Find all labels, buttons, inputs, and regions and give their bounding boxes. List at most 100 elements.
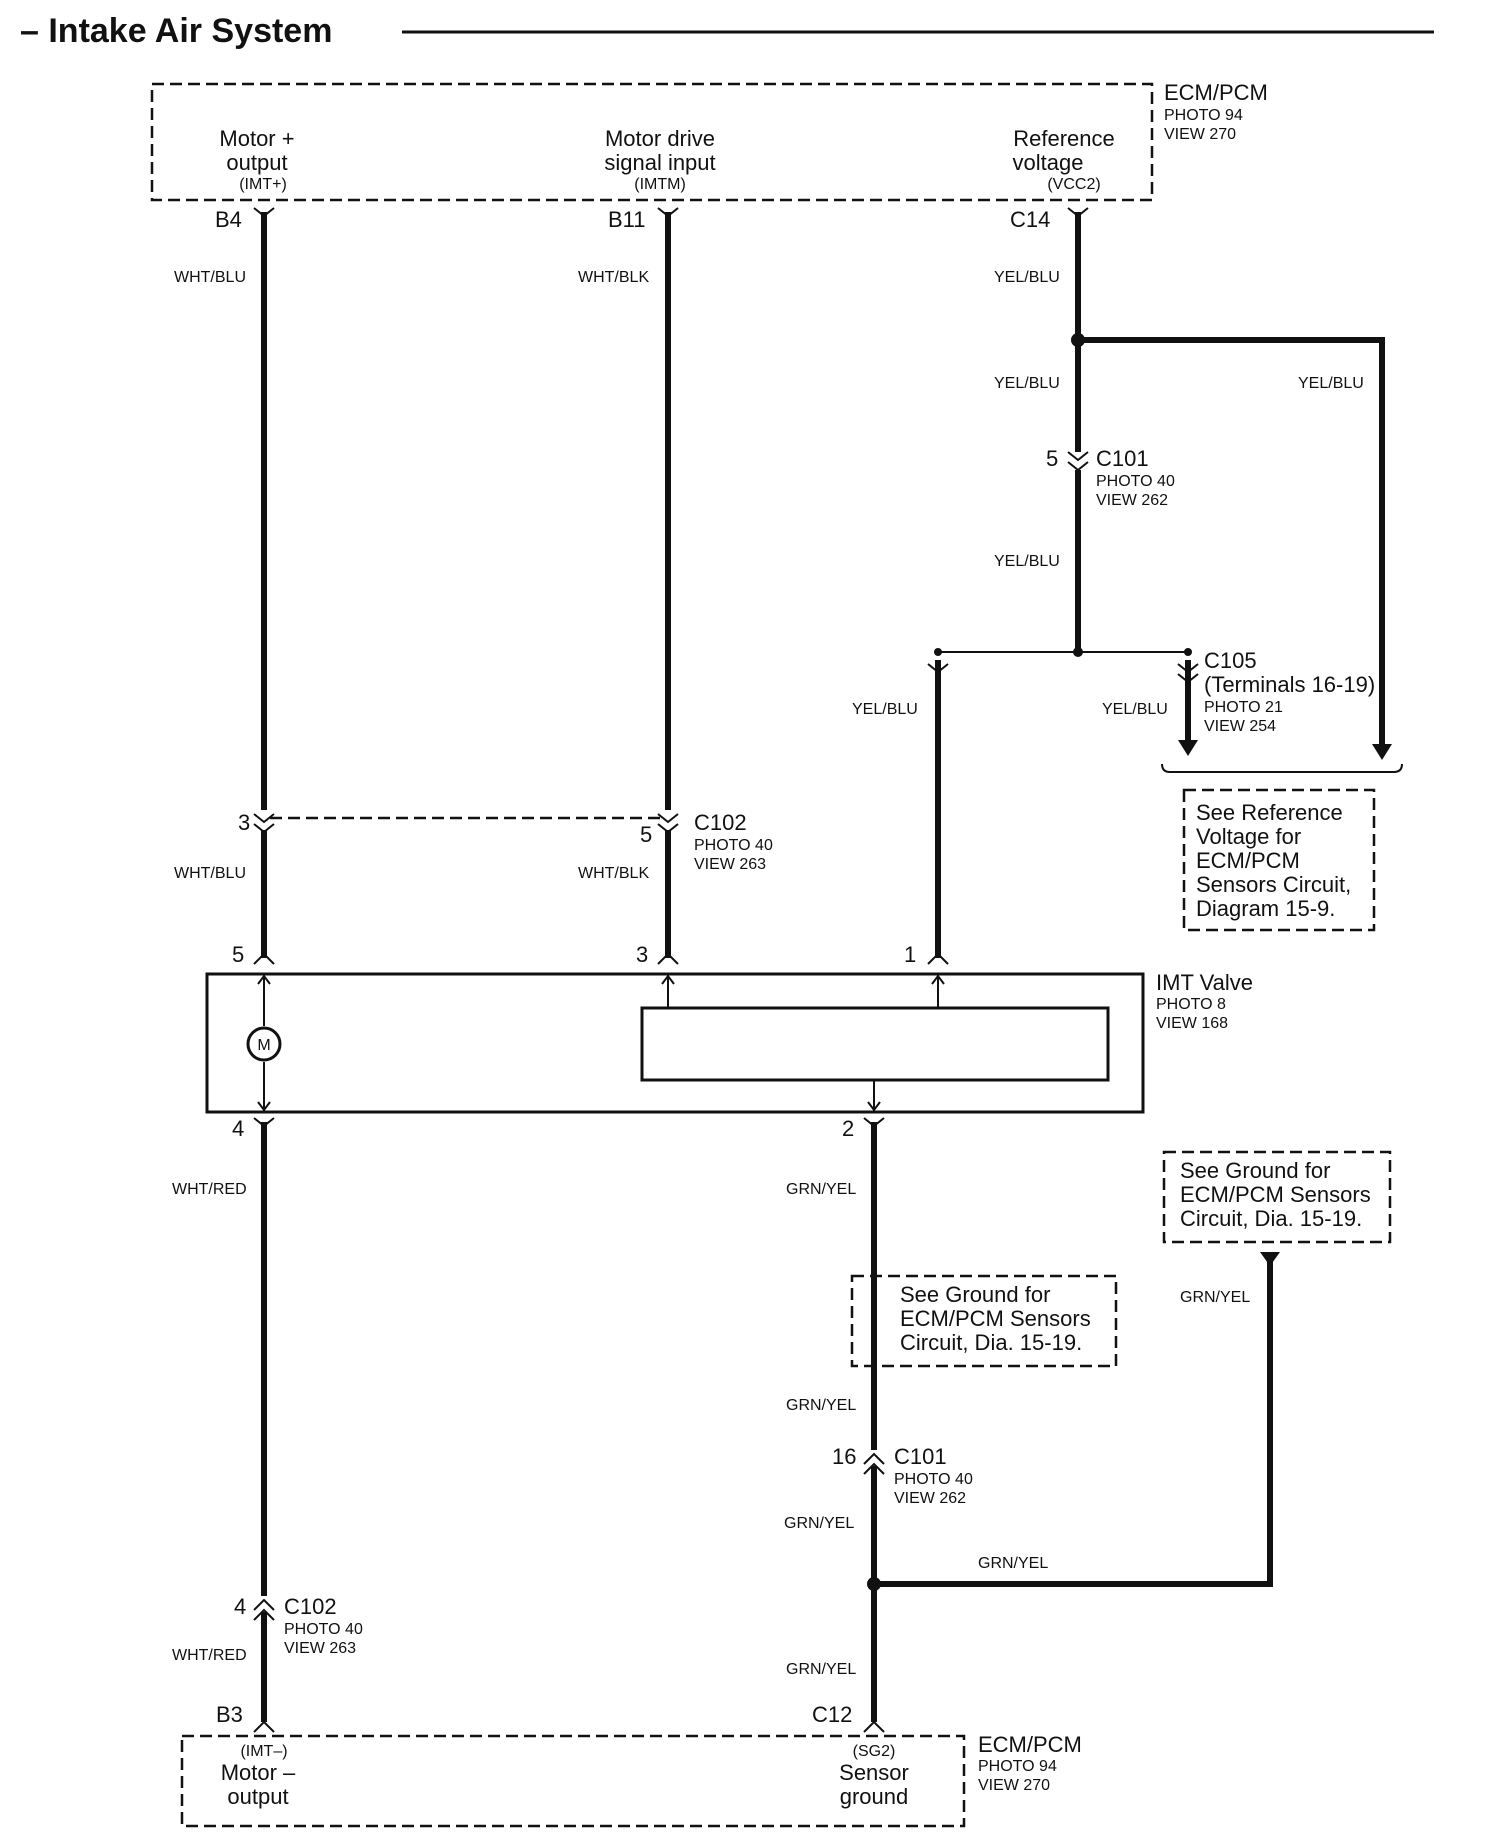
- ground-note-mid-3: Circuit, Dia. 15-19.: [900, 1330, 1082, 1355]
- c101-bottom-view: VIEW 262: [894, 1490, 966, 1507]
- ground-note-right-box: [1162, 1150, 1392, 1244]
- wire-label-wht-red-2: WHT/RED: [172, 1647, 247, 1664]
- ecm-bottom-term-1-pin: B3: [216, 1702, 243, 1727]
- ecm-bottom-term-2-line1: Sensor: [839, 1760, 909, 1785]
- imt-valve-name: IMT Valve: [1156, 970, 1253, 995]
- ecm-top-term-2-line1: Motor drive: [605, 126, 715, 151]
- ecm-top-term-3-line1: Reference: [1013, 126, 1115, 151]
- wire-reference-voltage: [927, 207, 1392, 965]
- ecm-top-name: ECM/PCM: [1164, 80, 1268, 105]
- ref-voltage-note-2: Voltage for: [1196, 824, 1301, 849]
- c102-pin-right: 5: [640, 822, 652, 847]
- ref-voltage-note-4: Sensors Circuit,: [1196, 872, 1351, 897]
- ecm-bottom-name: ECM/PCM: [978, 1732, 1082, 1757]
- c102-pin-left: 3: [238, 810, 250, 835]
- motor-symbol-label: M: [257, 1037, 270, 1054]
- c101-bottom-photo: PHOTO 40: [894, 1471, 973, 1488]
- c101-top-pin: 5: [1046, 446, 1058, 471]
- wire-label-grn-yel-6: GRN/YEL: [1180, 1289, 1250, 1306]
- wire-motor-drive: [657, 207, 679, 965]
- c105-detail: (Terminals 16-19): [1204, 672, 1375, 697]
- ecm-top-term-1-pin: B4: [215, 207, 242, 232]
- c102-bottom-photo: PHOTO 40: [284, 1621, 363, 1638]
- wire-label-yel-blu-5: YEL/BLU: [852, 701, 918, 718]
- wire-label-yel-blu-4: YEL/BLU: [994, 553, 1060, 570]
- c105-photo: PHOTO 21: [1204, 699, 1283, 716]
- c102-bottom-name: C102: [284, 1594, 337, 1619]
- ref-voltage-note-3: ECM/PCM: [1196, 848, 1300, 873]
- valve-pin-bottom-right: 2: [842, 1116, 854, 1141]
- ecm-bottom-term-2-pin: C12: [812, 1702, 852, 1727]
- wire-label-grn-yel-1: GRN/YEL: [786, 1181, 856, 1198]
- ecm-top-term-2-pin: B11: [608, 207, 646, 232]
- diagram-title: – Intake Air System: [20, 12, 332, 50]
- ecm-bottom: B3 (IMT–) Motor – output C12 (SG2) Senso…: [180, 1702, 1082, 1828]
- ecm-top: ECM/PCM PHOTO 94 VIEW 270 Motor + output…: [150, 80, 1268, 232]
- wire-label-wht-blu-1: WHT/BLU: [174, 269, 246, 286]
- ecm-bottom-term-1-line2: output: [227, 1784, 288, 1809]
- ecm-bottom-term-2-line2: ground: [840, 1784, 909, 1809]
- imt-valve: M: [205, 972, 1145, 1114]
- motor-symbol: [246, 1026, 282, 1062]
- wire-label-grn-yel-2: GRN/YEL: [786, 1397, 856, 1414]
- c102-top-view: VIEW 263: [694, 856, 766, 873]
- c105-name: C105: [1204, 648, 1257, 673]
- ecm-top-term-3-pin: C14: [1010, 207, 1050, 232]
- wire-label-wht-blk-1: WHT/BLK: [578, 269, 649, 286]
- ecm-top-term-3-line2: voltage: [1013, 150, 1084, 175]
- c101-bottom-pin: 16: [832, 1444, 856, 1469]
- ref-voltage-note-box: [1182, 788, 1376, 932]
- ref-voltage-note-1: See Reference: [1196, 800, 1343, 825]
- c102-top-name: C102: [694, 810, 747, 835]
- ground-note-right-2: ECM/PCM Sensors: [1180, 1182, 1371, 1207]
- ground-note-right-3: Circuit, Dia. 15-19.: [1180, 1206, 1362, 1231]
- ecm-top-term-1-line1: Motor +: [219, 126, 294, 151]
- c102-bottom-pin: 4: [234, 1594, 246, 1619]
- c101-bottom-name: C101: [894, 1444, 947, 1469]
- wire-motor-minus: [253, 1117, 275, 1733]
- c101-top-view: VIEW 262: [1096, 492, 1168, 509]
- wire-label-grn-yel-5: GRN/YEL: [978, 1555, 1048, 1572]
- valve-pin-bottom-left: 4: [232, 1116, 244, 1141]
- wire-label-wht-blu-2: WHT/BLU: [174, 865, 246, 882]
- valve-pin-top-right: 1: [904, 942, 916, 967]
- imt-valve-view: VIEW 168: [1156, 1015, 1228, 1032]
- ground-note-right-1: See Ground for: [1180, 1158, 1330, 1183]
- wire-label-yel-blu-3: YEL/BLU: [1298, 375, 1364, 392]
- ecm-top-term-2-signal: (IMTM): [634, 176, 686, 193]
- ecm-bottom-photo: PHOTO 94: [978, 1758, 1057, 1775]
- ecm-bottom-term-1-line1: Motor –: [221, 1760, 296, 1785]
- ecm-bottom-term-2-signal: (SG2): [853, 1743, 896, 1760]
- ref-voltage-note-5: Diagram 15-9.: [1196, 896, 1335, 921]
- c101-top-photo: PHOTO 40: [1096, 473, 1175, 490]
- ecm-top-term-2-line2: signal input: [604, 150, 715, 175]
- ecm-top-term-3-signal: (VCC2): [1047, 176, 1100, 193]
- wire-label-yel-blu-6: YEL/BLU: [1102, 701, 1168, 718]
- wire-label-wht-blk-2: WHT/BLK: [578, 865, 649, 882]
- valve-pin-top-mid: 3: [636, 942, 648, 967]
- ground-note-mid-box: [850, 1274, 1118, 1368]
- ecm-bottom-view: VIEW 270: [978, 1777, 1050, 1794]
- ref-voltage-bracket: [1161, 763, 1403, 773]
- ground-note-mid-1: See Ground for: [900, 1282, 1050, 1307]
- c102-bottom-view: VIEW 263: [284, 1640, 356, 1657]
- ecm-top-term-1-signal: (IMT+): [239, 176, 287, 193]
- c102-top-photo: PHOTO 40: [694, 837, 773, 854]
- wire-sensor-ground: [863, 1117, 1280, 1733]
- wire-label-wht-red-1: WHT/RED: [172, 1181, 247, 1198]
- ecm-top-term-1-line2: output: [226, 150, 287, 175]
- ecm-bottom-term-1-signal: (IMT–): [240, 1743, 287, 1760]
- c101-top-name: C101: [1096, 446, 1149, 471]
- ground-note-mid-2: ECM/PCM Sensors: [900, 1306, 1091, 1331]
- wire-motor-plus: [253, 207, 275, 965]
- c105-view: VIEW 254: [1204, 718, 1276, 735]
- ecm-top-view: VIEW 270: [1164, 126, 1236, 143]
- wire-label-yel-blu-1: YEL/BLU: [994, 269, 1060, 286]
- wire-label-grn-yel-3: GRN/YEL: [784, 1515, 854, 1532]
- wire-label-yel-blu-2: YEL/BLU: [994, 375, 1060, 392]
- ecm-top-photo: PHOTO 94: [1164, 107, 1243, 124]
- wire-label-grn-yel-4: GRN/YEL: [786, 1661, 856, 1678]
- imt-valve-photo: PHOTO 8: [1156, 996, 1226, 1013]
- valve-pin-top-left: 5: [232, 942, 244, 967]
